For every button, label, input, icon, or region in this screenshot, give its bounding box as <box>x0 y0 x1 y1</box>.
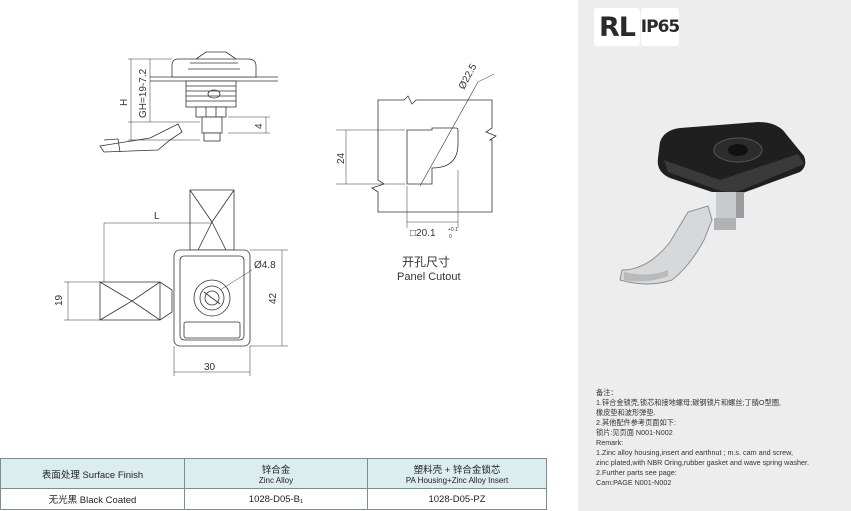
panel-cutout <box>336 73 497 228</box>
remarks: 备注： 1.锌合金锁壳,锁芯和接地螺母;碳钢锁片和螺丝;丁腈O型圈, 橡皮垫和波… <box>596 388 846 488</box>
remark-line: Cam:PAGE N001-N002 <box>596 478 672 487</box>
dim-tol-up: +0.1 <box>448 227 458 233</box>
product-panel: RL IP65 备注： 1.锌合金锁壳,锁芯和接地螺母;碳钢锁片和螺丝;丁腈O型… <box>578 0 851 511</box>
header-zinc-alloy: 锌合金 Zinc Alloy <box>184 458 368 489</box>
dim-square: □20.1 <box>410 228 436 239</box>
remark-line: 1.Zinc alloy housing,insert and earthnut… <box>596 448 793 457</box>
dim-4: 4 <box>254 123 265 129</box>
dim-24: 24 <box>336 152 347 164</box>
spec-table: 表面处理 Surface Finish 锌合金 Zinc Alloy 塑料壳 +… <box>0 458 547 510</box>
dim-diam48: Ø4.8 <box>254 260 276 271</box>
dim-diam225: Ø22.5 <box>457 62 480 92</box>
cutout-label-en: Panel Cutout <box>397 271 461 283</box>
product-photo <box>619 122 806 285</box>
cell-pa-code: 1028-D05-PZ <box>367 488 547 510</box>
cell-finish: 无光黑 Black Coated <box>0 488 185 510</box>
header-zinc-en: Zinc Alloy <box>258 476 294 485</box>
front-view <box>64 189 288 376</box>
remark-line: 2.Further parts see page: <box>596 468 677 477</box>
badge-ip65: IP65 <box>641 8 680 46</box>
dim-30: 30 <box>204 362 216 373</box>
badge-rl: RL <box>594 8 640 46</box>
remark-line: Remark: <box>596 438 624 447</box>
header-pa-housing: 塑料壳 + 锌合金锁芯 PA Housing+Zinc Alloy Insert <box>367 458 547 489</box>
technical-drawing: GH=19-7.2 H 4 L 19 Ø4.8 42 30 Ø22.5 24 □… <box>54 51 497 376</box>
remark-line: 橡皮垫和波形弹垫. <box>596 408 656 417</box>
cutout-label-cn: 开孔尺寸 <box>402 255 450 269</box>
remark-line: 2.其他配件参考页面如下: <box>596 418 676 427</box>
dim-19: 19 <box>54 294 65 306</box>
dim-h: H <box>119 99 130 106</box>
remark-line: 锁片:见页面 N001-N002 <box>596 428 673 437</box>
dim-l: L <box>154 211 160 222</box>
remark-line: zinc plated,with NBR Oring,rubber gasket… <box>596 458 809 467</box>
table-row: 无光黑 Black Coated 1028-D05-B₁ 1028-D05-PZ <box>0 488 547 510</box>
header-zinc-cn: 锌合金 <box>261 465 291 476</box>
remark-line: 1.锌合金锁壳,锁芯和接地螺母;碳钢锁片和螺丝;丁腈O型圈, <box>596 398 781 407</box>
dim-42: 42 <box>268 292 279 304</box>
side-view <box>99 51 278 153</box>
header-pa-en: PA Housing+Zinc Alloy Insert <box>405 476 509 485</box>
cell-zinc-code: 1028-D05-B₁ <box>184 488 368 510</box>
header-pa-cn: 塑料壳 + 锌合金锁芯 <box>413 465 501 476</box>
remark-line: 备注： <box>596 388 618 397</box>
table-header-row: 表面处理 Surface Finish 锌合金 Zinc Alloy 塑料壳 +… <box>0 458 547 489</box>
dim-tol-down: 0 <box>449 234 452 240</box>
dim-gh: GH=19-7.2 <box>138 68 149 118</box>
drawing-canvas: GH=19-7.2 H 4 L 19 Ø4.8 42 30 Ø22.5 24 □… <box>54 51 497 376</box>
header-surface-finish: 表面处理 Surface Finish <box>0 458 185 489</box>
